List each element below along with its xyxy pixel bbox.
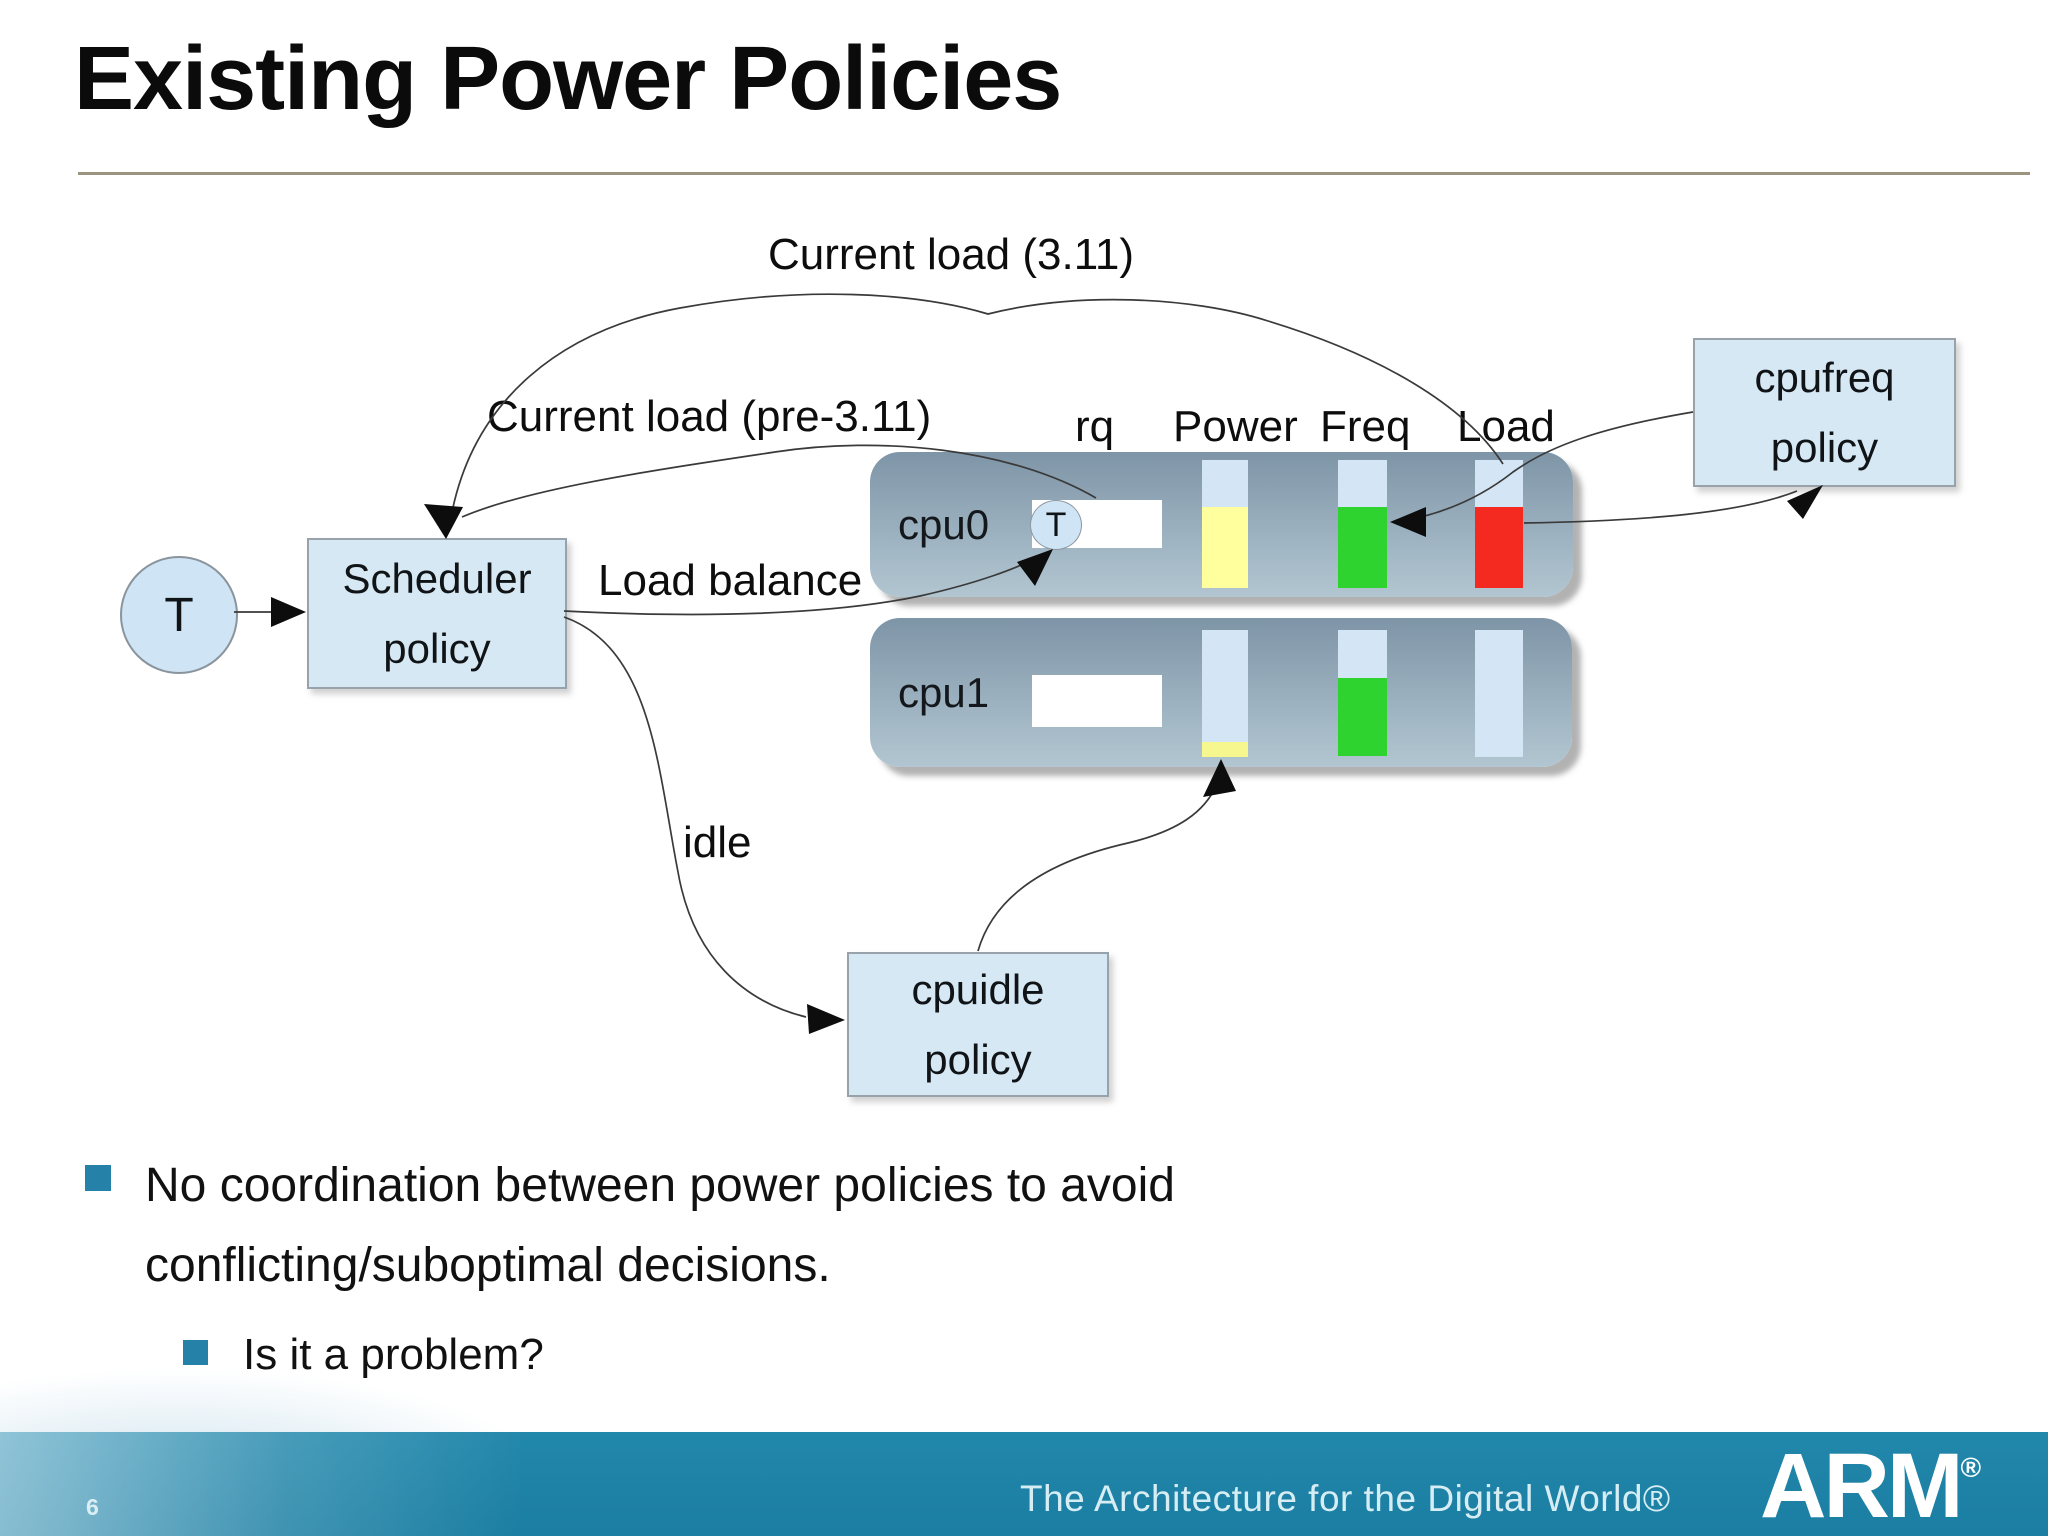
cpuidle-policy-line1: cpuidle xyxy=(911,965,1045,1013)
cpu0-power-bar xyxy=(1202,460,1248,588)
label-current-load-pre311: Current load (pre-3.11) xyxy=(487,392,932,441)
footer-cloud-overlay xyxy=(0,1432,520,1536)
arrowhead-task-in xyxy=(271,597,306,627)
cpu0-load-bar xyxy=(1475,460,1523,588)
cpuidle-policy-line2: policy xyxy=(924,1035,1032,1083)
cpufreq-policy-line1: cpufreq xyxy=(1754,353,1895,401)
cpu0-freq-bar xyxy=(1338,460,1387,588)
arrowhead-cpufreq-in xyxy=(1787,485,1823,519)
label-load-balance: Load balance xyxy=(598,556,863,605)
cpu1-power-fill xyxy=(1202,741,1248,757)
column-header-load: Load xyxy=(1457,402,1555,451)
bullet-square-main xyxy=(85,1165,111,1191)
page-number: 6 xyxy=(86,1494,99,1520)
arm-logo-registered-mark: ® xyxy=(1960,1452,1982,1483)
cpu0-freq-fill xyxy=(1338,507,1387,588)
cpu1-label: cpu1 xyxy=(898,668,990,716)
cpu1-power-bar xyxy=(1202,630,1248,757)
cpu0-label: cpu0 xyxy=(898,500,990,548)
arrow-idle xyxy=(563,616,807,1018)
column-header-power: Power xyxy=(1173,402,1298,451)
bullet-square-sub xyxy=(183,1340,208,1365)
arm-logo-text: ARM xyxy=(1760,1435,1964,1536)
scheduler-policy-line2: policy xyxy=(383,624,491,672)
arrowhead-scheduler-in xyxy=(424,504,463,539)
title-underline xyxy=(78,172,2030,175)
task-circle: T xyxy=(120,556,238,674)
scheduler-policy-line1: Scheduler xyxy=(342,554,532,602)
column-header-freq: Freq xyxy=(1320,402,1411,451)
label-idle: idle xyxy=(683,818,752,867)
cpu1-load-bar xyxy=(1475,630,1523,757)
cpu0-runqueue-task-circle: T xyxy=(1030,500,1082,550)
arrowhead-idle xyxy=(807,1004,845,1034)
cpuidle-policy-node: cpuidle policy xyxy=(847,952,1109,1097)
cpu1-freq-fill xyxy=(1338,677,1387,756)
cpufreq-policy-line2: policy xyxy=(1770,423,1879,471)
column-header-rq: rq xyxy=(1075,402,1115,451)
arrow-cpuidle-to-cpu1-power xyxy=(977,783,1218,952)
cpu0-load-fill xyxy=(1475,507,1523,588)
cpu0-power-fill xyxy=(1202,507,1248,588)
cpu0-runqueue-task-label: T xyxy=(1045,505,1067,544)
label-current-load-311: Current load (3.11) xyxy=(768,230,1135,279)
footer-tagline: The Architecture for the Digital World® xyxy=(1020,1478,1671,1519)
slide-title: Existing Power Policies xyxy=(74,29,1062,129)
cpu1-runqueue-box xyxy=(1032,675,1162,727)
cpu1-freq-bar xyxy=(1338,630,1387,756)
scheduler-policy-node: Scheduler policy xyxy=(307,538,567,689)
cpufreq-policy-node: cpufreq policy xyxy=(1693,338,1956,487)
task-label: T xyxy=(164,588,194,642)
arm-logo: ARM® xyxy=(1760,1434,1981,1536)
bullet-main-text: No coordination between power policies t… xyxy=(145,1159,1175,1292)
